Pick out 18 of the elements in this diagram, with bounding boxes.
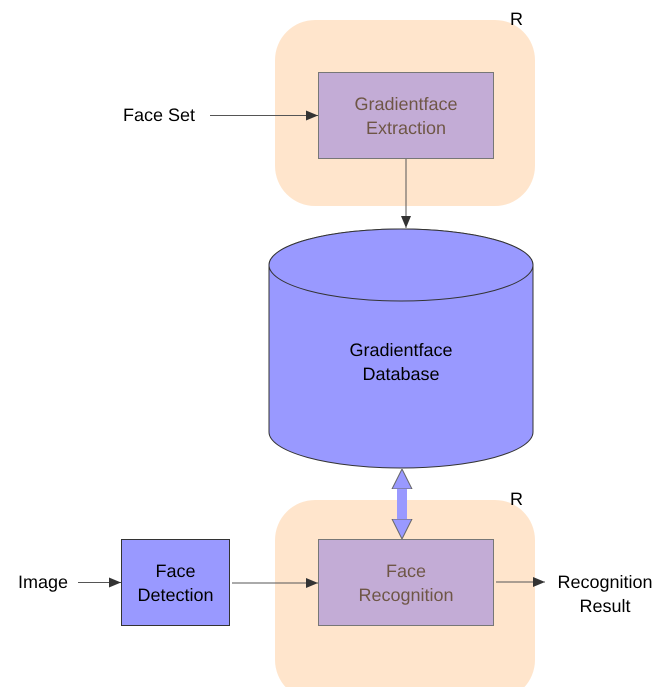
process-box <box>318 539 494 626</box>
region-label: R <box>510 488 523 510</box>
arrow <box>496 577 546 587</box>
double-arrow <box>392 468 412 540</box>
arrow <box>401 158 411 228</box>
arrow <box>78 578 122 588</box>
text-label: Image <box>10 570 76 594</box>
node-label: Gradientface Extraction <box>353 92 459 140</box>
arrow <box>232 578 318 588</box>
process-box <box>121 539 230 626</box>
process-box <box>318 72 494 159</box>
node-label: Face Recognition <box>357 560 455 606</box>
arrow <box>210 110 318 120</box>
text-label: Face Set <box>110 103 208 127</box>
node-label: Gradientface Database <box>348 339 454 386</box>
text-label: Recognition Result <box>545 570 664 618</box>
region-label: R <box>510 8 523 30</box>
node-label: Face Detection <box>137 560 214 606</box>
